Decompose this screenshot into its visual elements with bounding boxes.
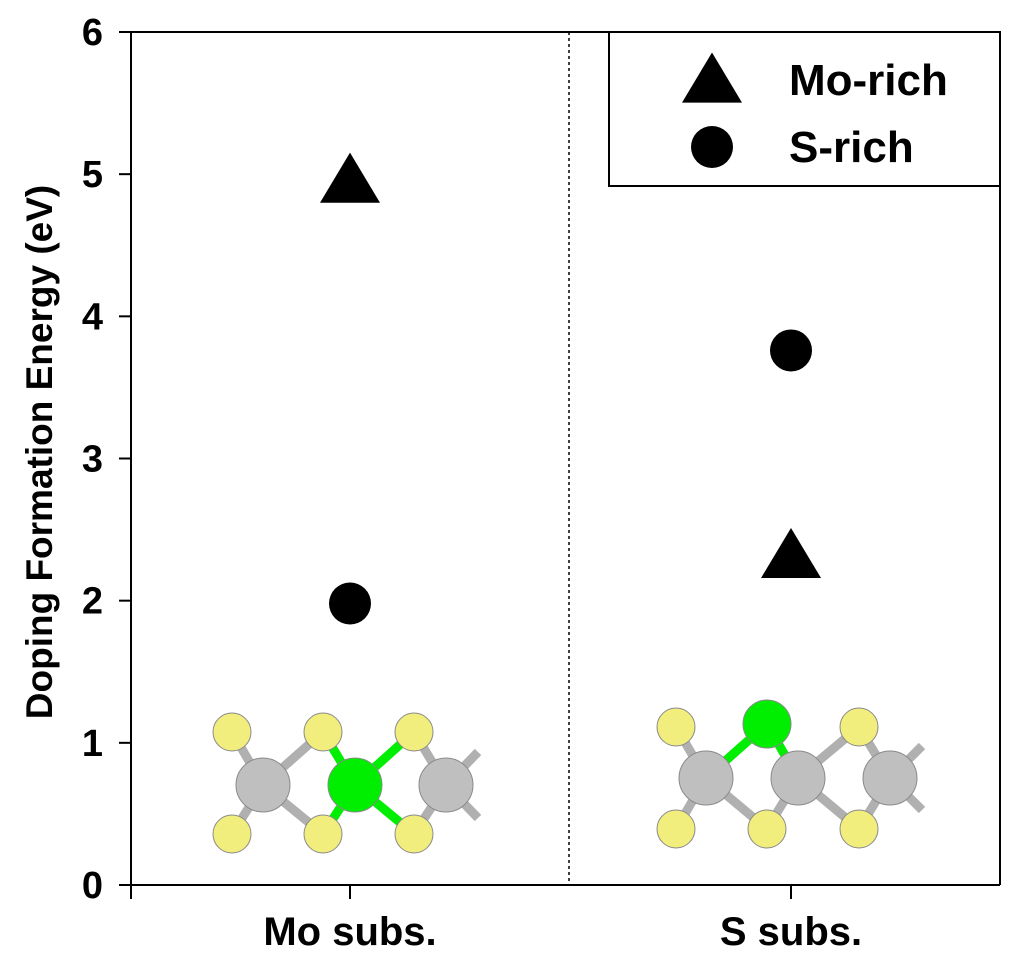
s-atom: [839, 707, 879, 747]
y-tick-label: 3: [82, 439, 103, 481]
y-tick-label: 4: [82, 296, 103, 338]
legend-label: S-rich: [789, 123, 914, 172]
y-tick-label: 5: [82, 154, 103, 196]
point-s-rich-0: [329, 582, 371, 625]
structure-mo-substitution: [212, 712, 482, 854]
y-tick-label: 6: [82, 12, 103, 54]
data-marks: [320, 152, 821, 625]
s-atom: [212, 712, 252, 752]
s-atom: [839, 809, 879, 849]
legend-box: [608, 31, 1001, 187]
s-atom: [656, 707, 696, 747]
legend-label: Mo-rich: [789, 56, 948, 105]
mo-atom: [418, 757, 474, 813]
structure-illustrations: [212, 699, 926, 854]
s-atom: [212, 814, 252, 854]
mo-atom: [862, 750, 918, 806]
point-mo-rich-1: [761, 527, 821, 579]
y-tick-label: 1: [82, 723, 103, 765]
x-tick-label: Mo subs.: [263, 910, 436, 953]
dopant-atom: [742, 699, 792, 749]
structure-s-substitution: [656, 699, 926, 849]
dopant-atom: [327, 757, 383, 813]
s-atom: [394, 814, 434, 854]
mo-atom: [770, 750, 826, 806]
y-tick-label: 0: [82, 865, 103, 907]
x-tick-label: S subs.: [720, 910, 862, 953]
x-axis: Mo subs. S subs.: [119, 884, 1000, 953]
legend-marker-circle: [691, 126, 733, 168]
s-atom: [303, 814, 343, 854]
mo-atom: [235, 757, 291, 813]
s-atom: [747, 809, 787, 849]
s-atom: [656, 809, 696, 849]
point-s-rich-1: [770, 329, 812, 372]
point-mo-rich-0: [320, 152, 380, 203]
mo-atom: [678, 750, 734, 806]
s-atom: [303, 712, 343, 752]
s-atom: [394, 712, 434, 752]
y-axis-label: Doping Formation Energy (eV): [19, 185, 60, 719]
y-tick-label: 2: [82, 581, 103, 623]
y-axis: 0 1 2 3 4 5 6: [82, 12, 132, 907]
legend-marker-triangle: [682, 52, 742, 103]
